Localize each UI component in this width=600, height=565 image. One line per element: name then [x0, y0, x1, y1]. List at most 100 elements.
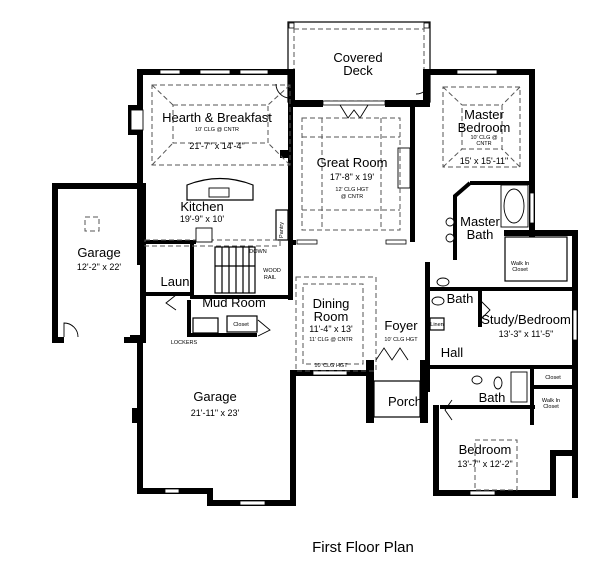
tray-line	[501, 148, 521, 168]
deck-post	[423, 22, 430, 29]
wall	[530, 385, 575, 389]
room-note-foyer: 10' CLG HGT	[384, 337, 418, 343]
wall	[280, 150, 289, 158]
hearth-deck-door	[275, 83, 291, 99]
room-dims-study: 13'-3" x 11'-5"	[499, 329, 554, 339]
room-note-master: 10' CLG @	[470, 135, 498, 141]
mud-garage-door	[257, 319, 271, 337]
window	[296, 239, 318, 245]
toilet	[431, 296, 445, 306]
great-room-ceiling	[301, 117, 401, 231]
room-name-bath-lower: Bath	[479, 390, 506, 405]
wall	[423, 69, 430, 107]
label-wood-rail: WOOD	[263, 268, 281, 274]
dining-ceiling	[302, 283, 364, 365]
room-note-dining-bottom: 10' CLG HGT	[314, 363, 348, 369]
bathtub-basin	[503, 188, 525, 224]
wall	[124, 337, 144, 343]
lockers	[192, 317, 219, 334]
room-dims-garage-small: 12'-2" x 22'	[77, 262, 121, 272]
wall	[453, 181, 472, 260]
wall	[288, 69, 295, 107]
wall	[478, 287, 482, 327]
linen-closet	[429, 317, 445, 331]
label-closet-mud: Closet	[233, 322, 249, 328]
room-dims-hearth: 21'-7" x 14'-4"	[189, 141, 244, 151]
room-name-covered-deck: Covered	[333, 50, 382, 65]
label-pantry: Pantry	[279, 222, 285, 238]
room-name-bath-upper: Bath	[447, 291, 474, 306]
wall	[410, 102, 415, 242]
tray-line	[442, 148, 463, 168]
window	[312, 370, 348, 376]
wall	[530, 365, 534, 425]
wall	[290, 370, 296, 506]
cooktop	[195, 227, 213, 243]
room-name-dining-2: Room	[314, 309, 349, 324]
window	[159, 69, 181, 75]
label-lockers: LOCKERS	[171, 340, 198, 346]
wall	[137, 175, 143, 265]
window	[239, 500, 266, 506]
sink	[471, 375, 483, 385]
stair-outline	[214, 246, 256, 294]
toilet	[493, 376, 503, 390]
master-ceiling-inner	[461, 104, 503, 150]
sink	[445, 217, 455, 227]
deck-door-frame	[322, 100, 386, 106]
room-dims-kitchen: 19'-9" x 10'	[180, 214, 224, 224]
interior-walls	[140, 100, 575, 425]
bedroom-ceiling	[474, 439, 518, 491]
wall	[52, 337, 64, 343]
tray-line	[501, 86, 521, 106]
annotations: Pantry DOWN WOOD RAIL Closet LOCKERS Lin…	[171, 222, 561, 410]
wall	[52, 183, 146, 189]
window	[456, 69, 498, 75]
room-name-study-bedroom: Study/Bedroom	[481, 312, 571, 327]
room-name-dining: Dining	[313, 296, 350, 311]
room-name-great-room: Great Room	[317, 155, 388, 170]
wall	[425, 262, 430, 392]
wall	[132, 408, 140, 423]
label-linen: Linen	[430, 322, 443, 328]
front-door	[375, 347, 409, 361]
wall	[572, 230, 578, 498]
window	[469, 490, 496, 496]
wall	[187, 333, 257, 337]
tray-line	[151, 84, 174, 106]
room-note-hearth: 10' CLG @ CNTR	[195, 127, 239, 133]
wall	[504, 230, 576, 236]
room-name-laundry: Laun	[161, 274, 190, 289]
deck-french-door	[339, 104, 369, 119]
label-walk-in-bed: Walk In	[542, 398, 560, 404]
window	[572, 309, 578, 341]
master-door	[415, 79, 431, 95]
room-name-master-bath-2: Bath	[467, 227, 494, 242]
room-name-master-bedroom-2: Bedroom	[458, 120, 511, 135]
dining-beam	[295, 276, 377, 372]
wall	[190, 240, 194, 298]
wall	[529, 69, 535, 237]
window	[385, 239, 407, 245]
wall	[187, 300, 191, 336]
wall	[470, 181, 530, 185]
label-wood-rail-2: RAIL	[264, 275, 276, 281]
toilet	[436, 277, 450, 287]
ceiling-lines	[84, 84, 521, 491]
tray-line	[442, 86, 463, 106]
room-name-master-bath: Master	[460, 214, 500, 229]
room-note-master-2: CNTR	[476, 141, 491, 147]
window	[239, 69, 269, 75]
label-closet-study: Closet	[545, 375, 561, 381]
shower	[510, 371, 528, 403]
window	[164, 488, 180, 494]
mud-closet	[226, 315, 258, 333]
kitchen-counter	[144, 239, 281, 247]
wall	[140, 240, 196, 244]
kitchen-island	[186, 177, 254, 201]
room-name-garage-small: Garage	[77, 245, 120, 260]
fireplace	[130, 109, 144, 131]
room-name-master-bedroom: Master	[464, 107, 504, 122]
room-name-bedroom: Bedroom	[459, 442, 512, 457]
room-name-foyer: Foyer	[384, 318, 418, 333]
